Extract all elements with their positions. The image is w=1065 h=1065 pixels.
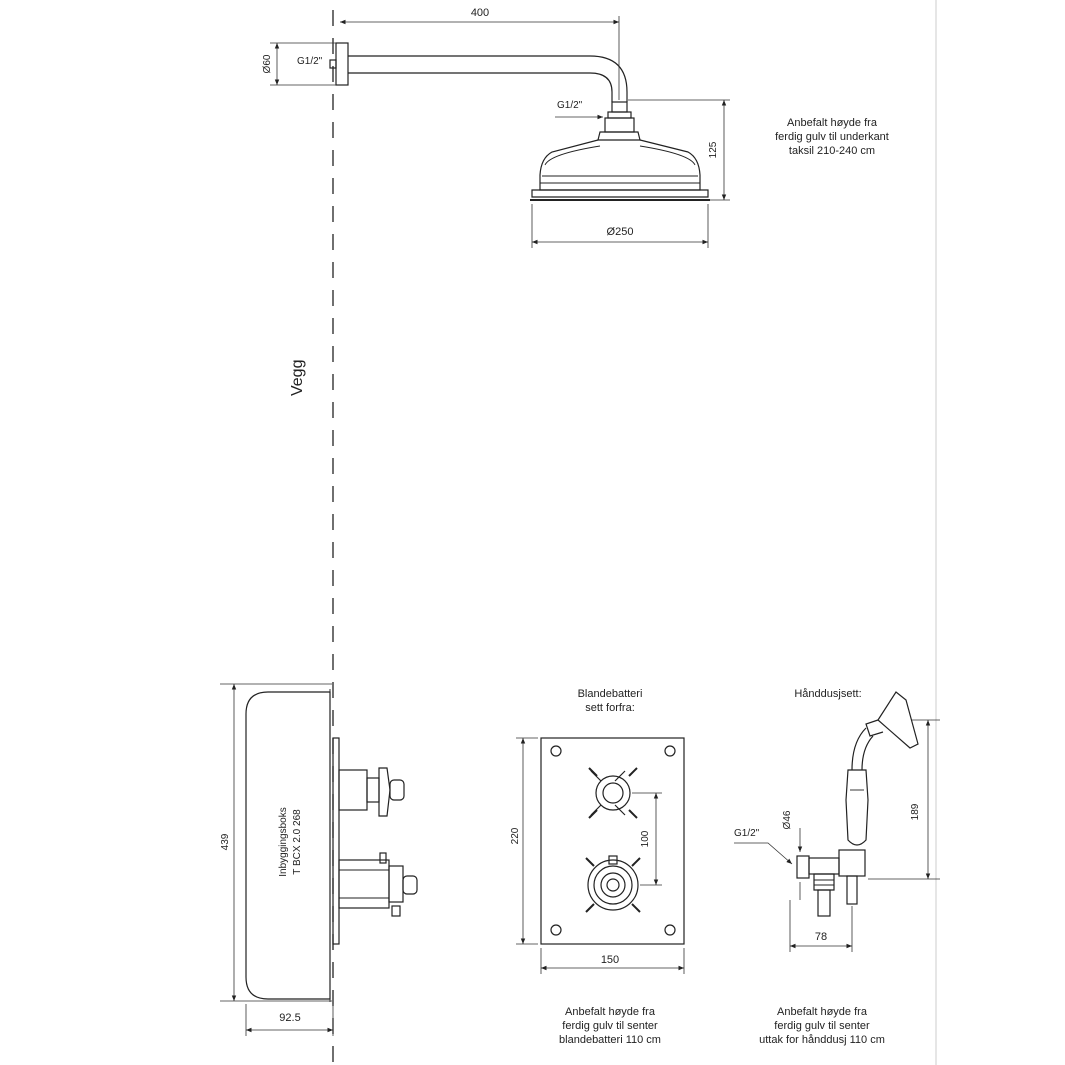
head-diameter-dim: Ø250	[607, 226, 634, 238]
mixer-title: Blandebatteri sett forfra:	[578, 688, 643, 714]
svg-text:ferdig gulv til senter: ferdig gulv til senter	[562, 1020, 658, 1032]
hand-shower-title: Hånddusjsett:	[794, 688, 861, 700]
arm-length-dim: 400	[471, 7, 489, 19]
box-height-dim: 439	[220, 833, 231, 850]
box-label: Inbyggingsboks T BCX 2.0 268	[278, 807, 303, 877]
svg-text:Blandebatteri: Blandebatteri	[578, 688, 643, 700]
cover-plate	[332, 737, 340, 945]
hand-shower-depth-dim: 78	[815, 931, 827, 943]
svg-text:Anbefalt høyde fra: Anbefalt høyde fra	[565, 1006, 656, 1018]
svg-text:taksil 210-240 cm: taksil 210-240 cm	[789, 145, 875, 157]
head-height-dim: 125	[708, 141, 719, 158]
wall-flange	[335, 42, 349, 86]
svg-text:sett forfra:: sett forfra:	[585, 702, 635, 714]
hand-shower-thread-label: G1/2"	[734, 828, 760, 839]
svg-text:T BCX 2.0 268: T BCX 2.0 268	[292, 809, 303, 875]
svg-text:Anbefalt høyde fra: Anbefalt høyde fra	[777, 1006, 868, 1018]
svg-text:uttak for hånddusj 110 cm: uttak for hånddusj 110 cm	[759, 1034, 885, 1046]
ceiling-note: Anbefalt høyde fra ferdig gulv til under…	[775, 117, 889, 157]
svg-text:blandebatteri 110 cm: blandebatteri 110 cm	[559, 1034, 661, 1046]
wall-label: Vegg	[289, 360, 306, 396]
hand-shower-note: Anbefalt høyde fra ferdig gulv til sente…	[759, 1006, 885, 1046]
svg-text:ferdig gulv til underkant: ferdig gulv til underkant	[775, 131, 889, 143]
mixer-note: Anbefalt høyde fra ferdig gulv til sente…	[559, 1006, 661, 1046]
mixer-width-dim: 150	[601, 954, 619, 966]
svg-text:Anbefalt høyde fra: Anbefalt høyde fra	[787, 117, 878, 129]
head-thread-label: G1/2"	[557, 100, 583, 111]
wall-thread-label: G1/2"	[297, 56, 323, 67]
handle-spacing-dim: 100	[640, 830, 651, 847]
svg-text:ferdig gulv til senter: ferdig gulv til senter	[774, 1020, 870, 1032]
flange-diameter-dim: Ø60	[262, 54, 273, 73]
svg-text:Inbyggingsboks: Inbyggingsboks	[278, 807, 289, 877]
built-in-box-drawing	[245, 689, 418, 1002]
hand-shower-height-dim: 189	[910, 803, 921, 820]
hand-shower-diameter-dim: Ø46	[782, 810, 793, 829]
box-depth-dim: 92.5	[279, 1012, 300, 1024]
mixer-plate	[540, 737, 685, 945]
shower-head-drawing	[329, 42, 710, 201]
hand-shower-drawing	[796, 691, 919, 917]
mixer-height-dim: 220	[510, 827, 521, 844]
